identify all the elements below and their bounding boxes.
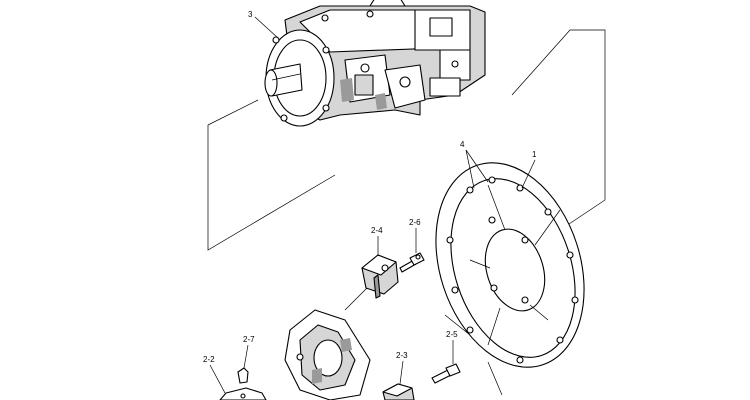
- callout-2-6: 2-6: [409, 218, 421, 227]
- coupling-hub: [284, 309, 371, 400]
- callouts: 3 4 1 2-4 2-6 2-5 2-3 2-7 2-2: [203, 10, 537, 394]
- assembly-guide-lines: [207, 29, 606, 396]
- callout-4: 4: [460, 140, 465, 149]
- callout-2-4: 2-4: [371, 226, 383, 235]
- bolt-part-2-6: [399, 252, 425, 273]
- callout-2-7: 2-7: [243, 335, 255, 344]
- rubber-element-part-2-3: [382, 383, 415, 400]
- rubber-element-part-2-4: [361, 254, 399, 299]
- callout-2-3: 2-3: [396, 351, 408, 360]
- coupling-flange-part-2-2: [219, 387, 267, 400]
- callout-2-2: 2-2: [203, 355, 215, 364]
- hydraulic-pump-part-3: [264, 0, 486, 127]
- flywheel-housing-part-1: [435, 162, 585, 368]
- set-screw-part-2-7: [237, 367, 249, 384]
- bolt-part-2-5: [431, 363, 461, 384]
- callout-2-5: 2-5: [446, 330, 458, 339]
- callout-3: 3: [248, 10, 253, 19]
- callout-1: 1: [532, 150, 537, 159]
